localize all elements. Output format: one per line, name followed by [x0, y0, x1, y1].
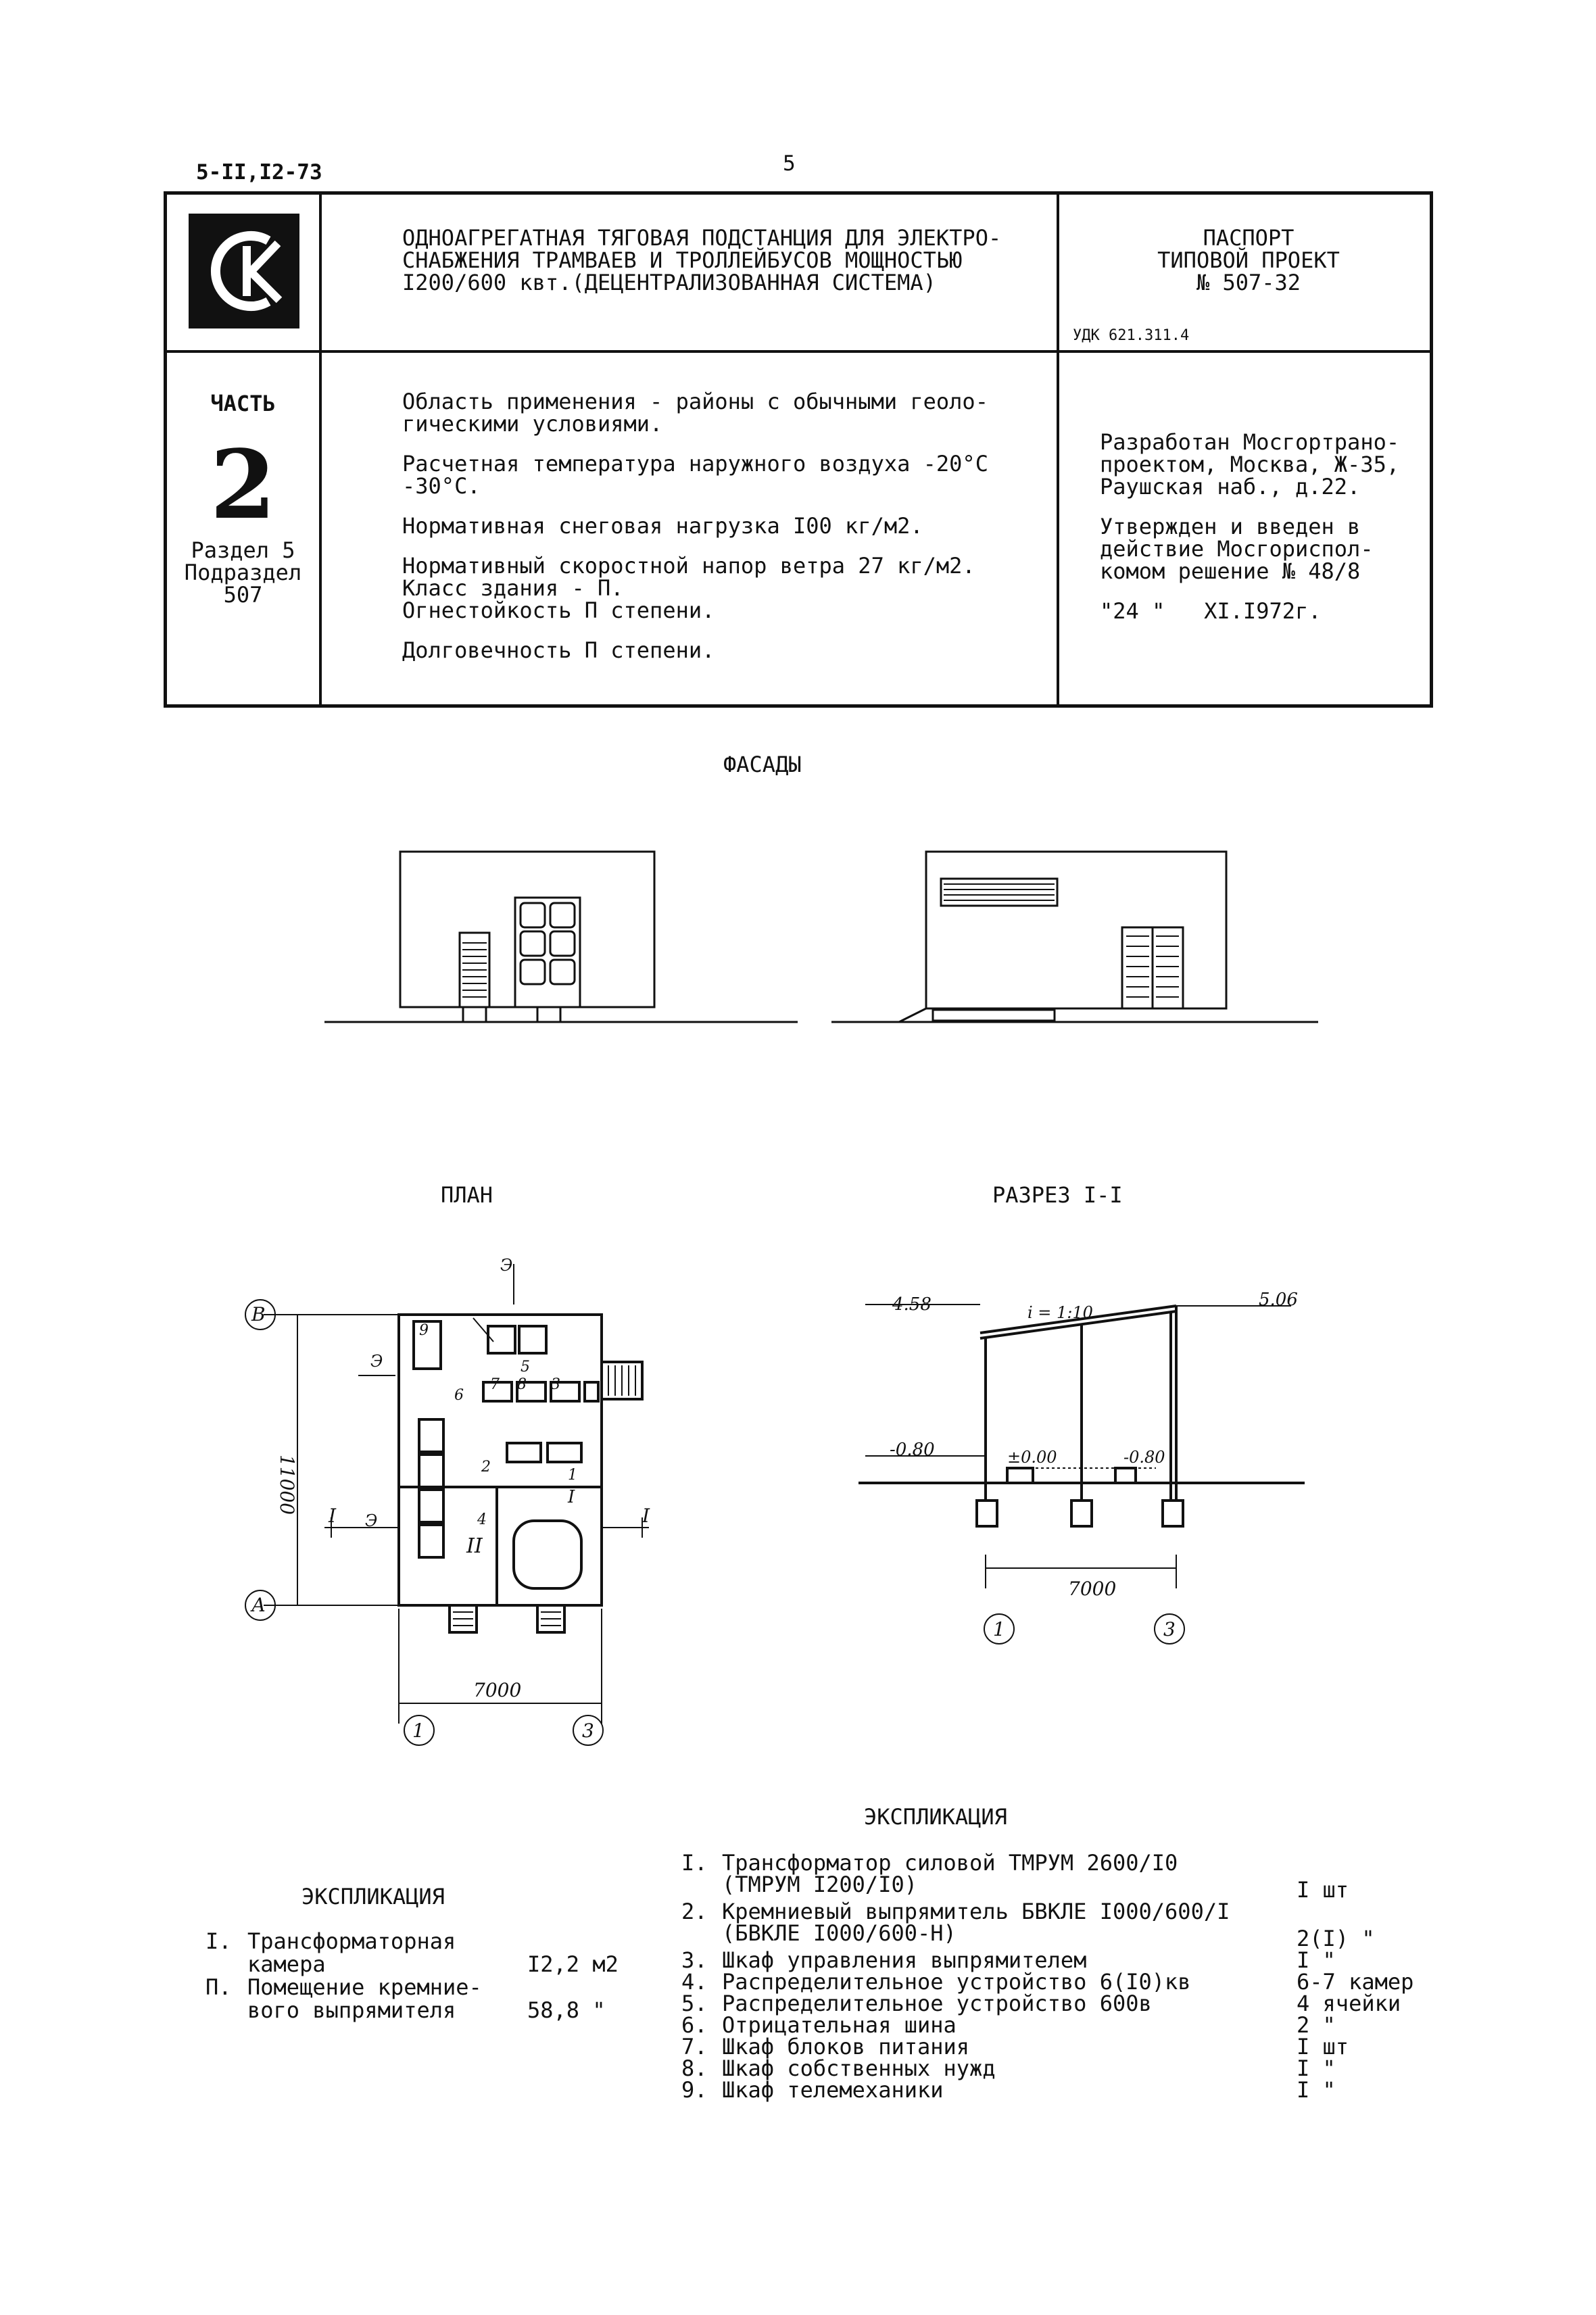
plan-title: ПЛАН	[441, 1182, 493, 1208]
plan-item-4: 4	[477, 1511, 487, 1528]
facades-title: ФАСАДЫ	[723, 752, 802, 777]
conditions-text: Область применения - районы с обычными г…	[402, 389, 988, 663]
header-table: ОДНОАГРЕГАТНАЯ ТЯГОВАЯ ПОДСТАНЦИЯ ДЛЯ ЭЛ…	[164, 191, 1433, 708]
facade-left-drawing	[324, 850, 798, 1023]
section-slope: i = 1:10	[1027, 1303, 1093, 1322]
plan-room-2: II	[466, 1534, 483, 1558]
passport-block: ПАСПОРТ ТИПОВОЙ ПРОЕКТ № 507-32	[1157, 225, 1340, 295]
plan-dim-width: 7000	[473, 1679, 522, 1701]
section-title: РАЗРЕЗ I-I	[992, 1182, 1123, 1208]
plan-drawing	[245, 1264, 649, 1746]
page-number: 5	[783, 151, 796, 176]
section-dim-width: 7000	[1068, 1578, 1117, 1600]
section-level-ground: -0.80	[890, 1440, 935, 1460]
equipment-explication-title: ЭКСПЛИКАЦИЯ	[864, 1804, 1007, 1830]
plan-item-3: 3	[551, 1376, 560, 1393]
plan-room-1: I	[568, 1487, 575, 1507]
plan-item-8: 8	[517, 1376, 527, 1393]
plan-item-1: 1	[568, 1467, 577, 1484]
facade-right-drawing	[831, 850, 1318, 1023]
plan-axis-bottom: А	[251, 1594, 266, 1616]
developer-text: Разработан Мосгортрано- проектом, Москва…	[1100, 429, 1400, 624]
section-info: Раздел 5 Подраздел 507	[184, 537, 302, 608]
plan-axis-top: В	[251, 1303, 266, 1325]
section-drawing	[859, 1304, 1305, 1644]
rooms-explication-title: ЭКСПЛИКАЦИЯ	[301, 1884, 445, 1909]
sheet-code: 5-II,I2-73	[196, 160, 322, 185]
plan-item-6: 6	[454, 1387, 464, 1404]
part-label: ЧАСТЬ	[210, 391, 276, 416]
section-level-inner: -0.80	[1123, 1448, 1165, 1467]
section-level-right: 5.06	[1259, 1290, 1298, 1310]
plan-item-5: 5	[521, 1359, 530, 1375]
udk-code: УДК 621.311.4	[1073, 327, 1190, 344]
section-axis-left: 1	[993, 1618, 1005, 1640]
logo-mark-icon	[211, 231, 283, 311]
plan-facade-mark-top: Э	[500, 1256, 513, 1275]
section-axis-right: 3	[1163, 1618, 1176, 1640]
plan-item-7: 7	[490, 1376, 500, 1393]
plan-cut-left: I	[329, 1505, 337, 1527]
plan-facade-mark-bottom: Э	[365, 1511, 378, 1530]
plan-dim-height: 11000	[276, 1454, 299, 1515]
part-number: 2	[210, 430, 276, 541]
plan-facade-mark-left: Э	[370, 1352, 383, 1371]
section-level-zero: ±0.00	[1007, 1448, 1057, 1467]
plan-item-2: 2	[481, 1459, 491, 1476]
section-level-left: 4.58	[892, 1294, 932, 1315]
plan-axis-left: 1	[412, 1720, 425, 1742]
plan-axis-right: 3	[582, 1720, 594, 1742]
logo	[189, 214, 299, 328]
plan-item-9: 9	[419, 1322, 429, 1339]
equipment-list: I. Трансформатор силовой ТМРУМ 2600/I0 (…	[681, 1850, 1414, 2103]
project-title: ОДНОАГРЕГАТНАЯ ТЯГОВАЯ ПОДСТАНЦИЯ ДЛЯ ЭЛ…	[402, 225, 1002, 295]
plan-cut-right: I	[642, 1505, 650, 1527]
